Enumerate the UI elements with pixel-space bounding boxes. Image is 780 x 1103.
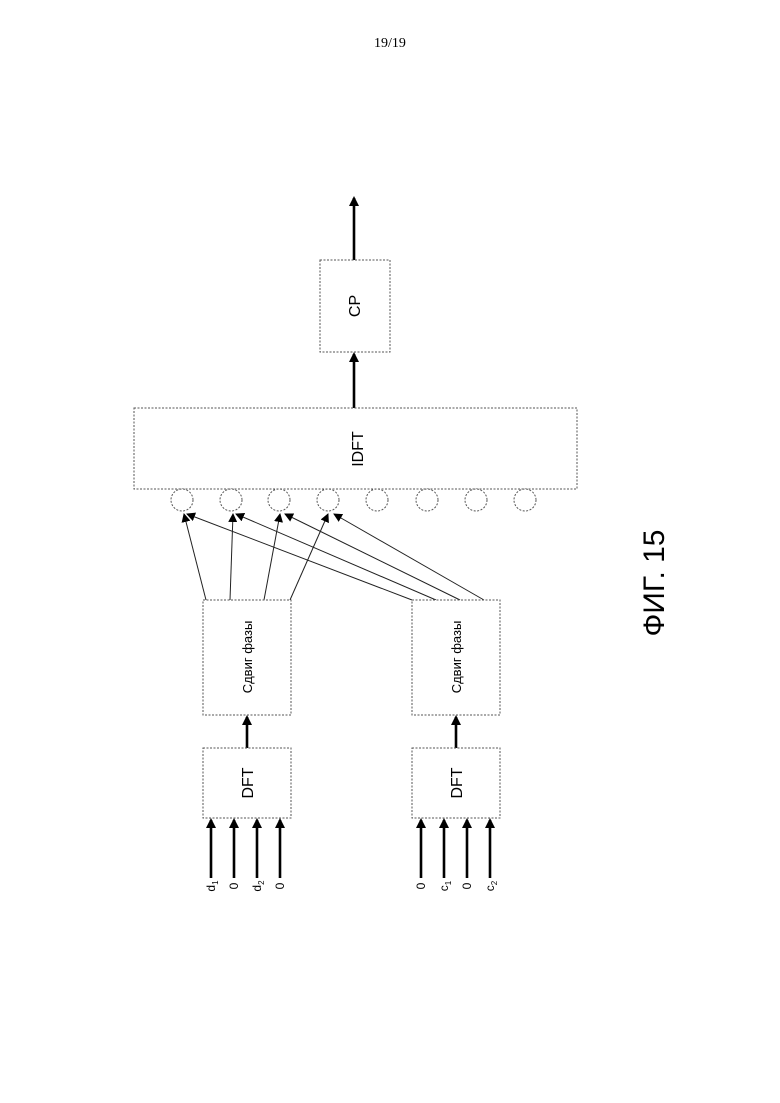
input-label-d1: d1 bbox=[204, 880, 220, 892]
input-label-c1: c1 bbox=[437, 880, 453, 891]
subcarrier-circle bbox=[220, 489, 242, 511]
top-input-labels: d1 0 d2 0 bbox=[204, 880, 287, 892]
dft-bottom-label: DFT bbox=[449, 767, 466, 798]
input-label-c2: c2 bbox=[483, 880, 499, 891]
idft-label: IDFT bbox=[350, 431, 367, 467]
dft-top-label: DFT bbox=[240, 767, 257, 798]
cp-block: CP bbox=[320, 260, 390, 352]
subcarrier-circle bbox=[171, 489, 193, 511]
phase-shift-top-block: Сдвиг фазы bbox=[203, 600, 291, 715]
cp-label: CP bbox=[347, 295, 364, 317]
bottom-input-labels: 0 c1 0 c2 bbox=[414, 880, 499, 891]
phase-shift-bottom-label: Сдвиг фазы bbox=[449, 621, 464, 694]
subcarrier-circle bbox=[317, 489, 339, 511]
input-label-zero: 0 bbox=[460, 882, 474, 889]
subcarrier-circle bbox=[416, 489, 438, 511]
top-input-arrows bbox=[211, 820, 280, 878]
idft-block: IDFT bbox=[134, 408, 577, 489]
phase-shift-bottom-block: Сдвиг фазы bbox=[412, 600, 500, 715]
figure-caption: ФИГ. 15 bbox=[638, 530, 671, 637]
input-label-zero: 0 bbox=[414, 882, 428, 889]
subcarrier-circle bbox=[514, 489, 536, 511]
top-mapping-arrows bbox=[184, 514, 328, 600]
dft-top-block: DFT bbox=[203, 748, 291, 818]
input-label-zero: 0 bbox=[227, 882, 241, 889]
subcarrier-row bbox=[171, 489, 536, 511]
subcarrier-circle bbox=[366, 489, 388, 511]
dft-bottom-block: DFT bbox=[412, 748, 500, 818]
phase-shift-top-label: Сдвиг фазы bbox=[240, 621, 255, 694]
input-label-zero: 0 bbox=[273, 882, 287, 889]
subcarrier-circle bbox=[465, 489, 487, 511]
bottom-input-arrows bbox=[421, 820, 490, 878]
subcarrier-circle bbox=[268, 489, 290, 511]
input-label-d2: d2 bbox=[250, 880, 266, 892]
